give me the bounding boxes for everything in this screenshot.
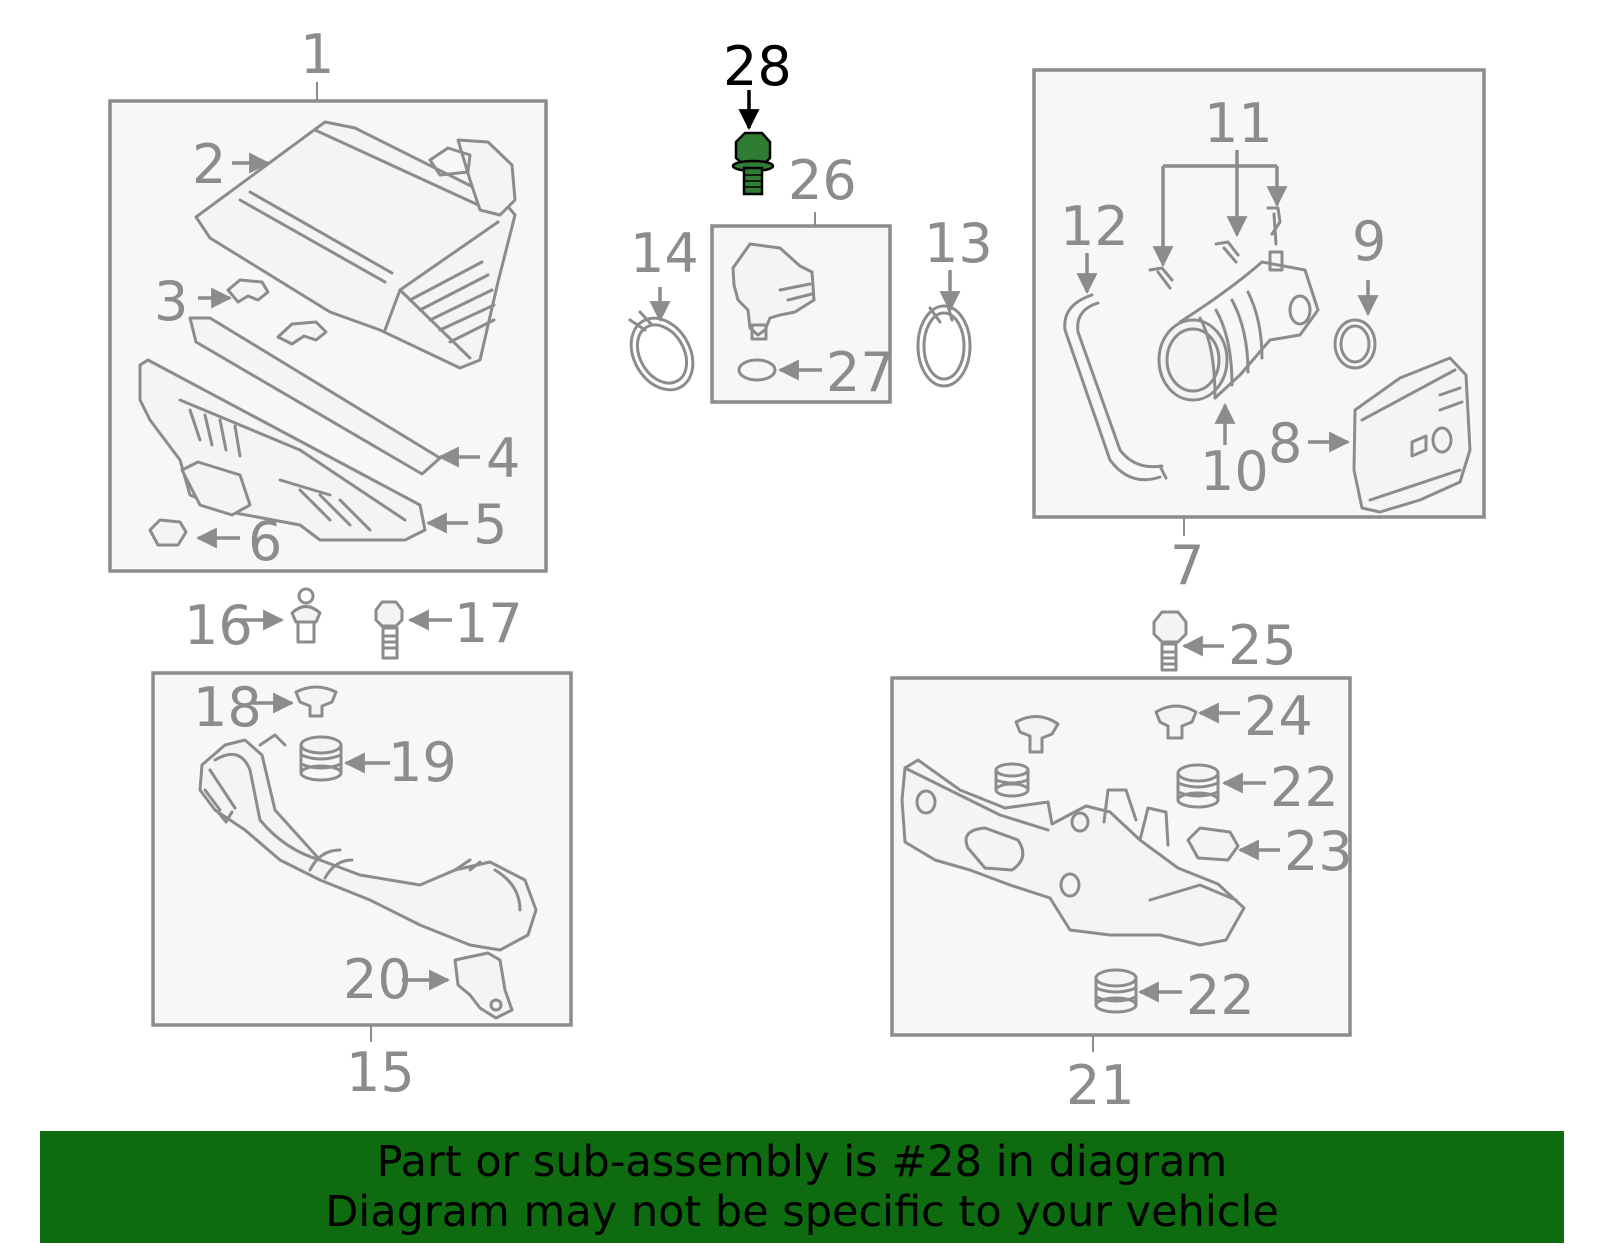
- callout-24: 24: [1244, 685, 1313, 748]
- grommet-24: [1154, 704, 1198, 740]
- grommet-23: [1186, 826, 1240, 862]
- callout-22-upper: 22: [1270, 756, 1339, 819]
- callout-27: 27: [826, 341, 895, 404]
- clip-16: 16: [184, 587, 322, 657]
- bushing-19: [299, 735, 343, 782]
- grommet: [148, 518, 188, 547]
- mounting-bracket-group: 24 22 23 22 21: [890, 676, 1353, 1117]
- screw-part: [1266, 206, 1282, 246]
- screw-part: [1148, 266, 1174, 290]
- callout-25: 25: [1228, 614, 1297, 677]
- callout-8: 8: [1268, 412, 1302, 475]
- air-cleaner-group: 1 2 3 4 5 6: [108, 23, 548, 573]
- callout-28: 28: [723, 35, 792, 98]
- callout-12: 12: [1060, 195, 1129, 258]
- grommet-part: [1014, 715, 1060, 754]
- callout-21: 21: [1066, 1054, 1135, 1117]
- o-ring: [737, 358, 777, 382]
- resonator: [1352, 356, 1472, 514]
- callout-1: 1: [300, 23, 334, 86]
- clip-part: [276, 320, 328, 346]
- callout-7: 7: [1170, 534, 1204, 597]
- hose-clamp-13: 13: [916, 212, 993, 388]
- callout-23: 23: [1284, 820, 1353, 883]
- grommet-18: [294, 685, 338, 718]
- callout-15: 15: [346, 1041, 415, 1104]
- callout-18: 18: [193, 676, 262, 739]
- air-cleaner-cover: [194, 120, 517, 370]
- bolt-17: 17: [374, 592, 523, 660]
- clip-part: [226, 278, 270, 304]
- callout-16: 16: [184, 594, 253, 657]
- callout-14: 14: [630, 222, 699, 285]
- bushing-22: [1176, 763, 1220, 809]
- pressure-sensor: [731, 242, 816, 341]
- callout-2: 2: [192, 133, 226, 196]
- breather-hose: [1063, 293, 1168, 482]
- hose-clamp-14: 14: [628, 222, 699, 392]
- callout-17: 17: [454, 592, 523, 655]
- callout-4: 4: [486, 427, 520, 490]
- hose-clamp-9: [1333, 318, 1377, 370]
- callout-19: 19: [388, 731, 457, 794]
- banner-line-2: Diagram may not be specific to your vehi…: [325, 1187, 1279, 1237]
- intake-bellows: [1157, 250, 1320, 402]
- intake-hose-group: 11 12 9 10 8 7: [1032, 68, 1486, 597]
- callout-26: 26: [788, 149, 857, 212]
- callout-9: 9: [1352, 210, 1386, 273]
- bushing-part: [994, 762, 1030, 798]
- callout-6: 6: [248, 510, 282, 573]
- intake-duct-group: 18 19 20 15: [151, 671, 573, 1104]
- banner-line-1: Part or sub-assembly is #28 in diagram: [376, 1137, 1228, 1187]
- callout-13: 13: [924, 212, 993, 275]
- callout-10: 10: [1200, 440, 1269, 503]
- bolt-part-28: 28: [723, 35, 792, 196]
- callout-5: 5: [473, 493, 507, 556]
- air-cleaner-lower-case: [138, 358, 427, 542]
- callout-11: 11: [1204, 92, 1273, 155]
- callout-20: 20: [343, 948, 412, 1011]
- mounting-bracket: [900, 758, 1246, 947]
- air-filter-element: [188, 316, 442, 476]
- bolt-25: 25: [1152, 610, 1297, 677]
- screw-part: [1214, 240, 1240, 264]
- callout-22-lower: 22: [1186, 964, 1255, 1027]
- intake-duct: [198, 733, 538, 952]
- sensor-group: 26 27: [710, 149, 895, 404]
- part-info-banner: Part or sub-assembly is #28 in diagram D…: [40, 1131, 1564, 1243]
- callout-3: 3: [154, 270, 188, 333]
- bushing-22: [1094, 968, 1138, 1014]
